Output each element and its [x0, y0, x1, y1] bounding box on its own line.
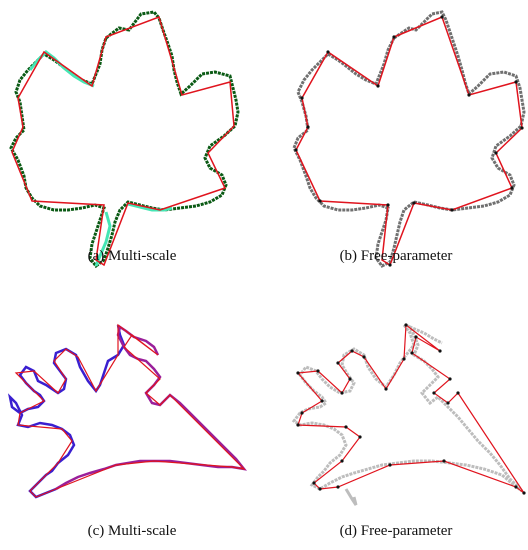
plane-vertices [296, 323, 526, 495]
caption-d: (d) Free-parameter [339, 523, 453, 539]
leaf-contour-light-3 [94, 211, 112, 267]
plane-contour-purple [55, 324, 248, 491]
leaf-contour-gray [292, 10, 526, 268]
plane-approx-polygon [14, 323, 246, 498]
leaf-approx-polygon [11, 16, 235, 267]
panel-a: (a) Multi-scale [0, 0, 264, 275]
plane-figure-multiscale [7, 323, 248, 499]
panel-c: (c) Multi-scale [0, 275, 264, 550]
leaf-figure-multiscale [9, 10, 240, 269]
leaf-contour-dark [9, 10, 240, 269]
panel-b: (b) Free-parameter [264, 0, 528, 275]
plane-figure-free-parameter [291, 323, 526, 506]
leaf-contour-light-2 [127, 202, 173, 212]
caption-b: (b) Free-parameter [339, 248, 453, 264]
leaf-figure-free-parameter [292, 10, 526, 268]
leaf-vertices [294, 15, 524, 267]
plane-contour-blue [7, 324, 126, 499]
panel-d: (d) Free-parameter [264, 275, 528, 550]
caption-a: (a) Multi-scale [87, 248, 177, 264]
plane-contour-light-gray [291, 324, 524, 493]
caption-c: (c) Multi-scale [87, 523, 177, 539]
plane-contour-light-gray-2 [344, 488, 358, 506]
